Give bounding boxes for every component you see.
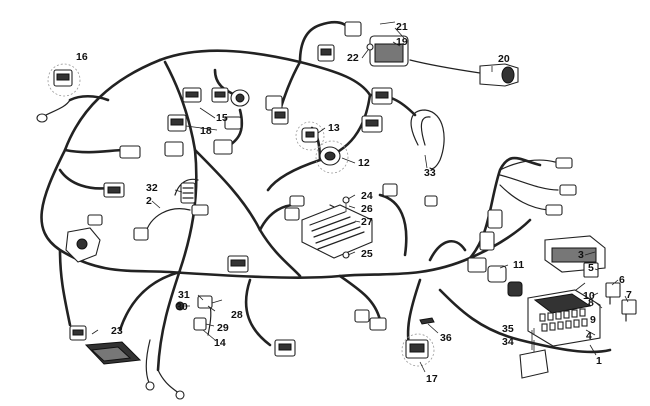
relay-connectors-left	[65, 145, 141, 263]
leader-lines	[91, 27, 629, 373]
fuse-grid	[539, 308, 588, 332]
label-29: 29	[217, 322, 229, 334]
label-13: 13	[328, 122, 340, 134]
plug-20	[479, 63, 519, 87]
label-11: 11	[513, 259, 524, 271]
control-module-23	[69, 325, 142, 365]
label-9: 9	[590, 314, 596, 326]
label-10: 10	[583, 290, 595, 302]
label-33: 33	[424, 167, 436, 179]
label-4: 4	[586, 330, 592, 342]
label-24: 24	[361, 190, 373, 202]
label-28: 28	[231, 309, 243, 321]
label-26: 26	[361, 203, 373, 215]
label-35: 35	[502, 323, 514, 335]
label-5: 5	[588, 262, 594, 274]
label-17: 17	[426, 373, 438, 385]
tie-strap-33	[410, 109, 445, 170]
connectors-bottom-mid	[274, 309, 387, 357]
bracket-34	[519, 330, 549, 379]
connector-12	[315, 140, 349, 174]
label-34: 34	[502, 336, 514, 348]
label-18: 18	[200, 125, 212, 137]
connector-17	[401, 333, 435, 367]
connectors-right-cluster	[382, 157, 577, 251]
label-27: 27	[361, 216, 373, 228]
label-31: 31	[178, 289, 190, 301]
ring-terminals-bottom	[145, 381, 185, 400]
label-19: 19	[396, 36, 408, 48]
connector-misc-mid	[213, 107, 289, 273]
label-32: 32	[146, 182, 158, 194]
voltage-regulator-27	[284, 195, 373, 259]
part-labels: 1 2 3 4 5 6 7 8 9 10 11 12 13 14 15 16 1…	[76, 21, 632, 385]
connector-16	[36, 63, 81, 123]
label-2: 2	[146, 195, 152, 207]
label-20: 20	[498, 53, 510, 65]
label-16: 16	[76, 51, 88, 63]
connectors-top-right	[317, 21, 393, 133]
relay-19	[366, 21, 409, 67]
label-3: 3	[578, 249, 584, 261]
label-21: 21	[396, 21, 408, 33]
label-30: 30	[176, 301, 188, 313]
label-23: 23	[111, 325, 123, 337]
connectors-15	[182, 87, 283, 111]
strap-36	[419, 317, 435, 325]
main-harness	[40, 20, 612, 372]
label-8: 8	[588, 297, 594, 309]
fuse-holder-32	[164, 141, 196, 204]
label-14: 14	[214, 337, 226, 349]
parts-28-31-29-30-14	[175, 295, 223, 331]
connector-18	[167, 114, 187, 132]
label-7: 7	[626, 289, 632, 301]
hardware-24-26-25	[342, 196, 350, 259]
label-1: 1	[596, 355, 602, 367]
connector-11	[467, 257, 523, 297]
fuse-block-1	[527, 289, 601, 347]
label-36: 36	[440, 332, 452, 344]
label-25: 25	[361, 248, 373, 260]
label-6: 6	[619, 274, 625, 286]
label-12: 12	[358, 157, 370, 169]
label-22: 22	[347, 52, 359, 64]
label-15: 15	[216, 112, 228, 124]
connector-13	[295, 121, 325, 151]
fuse-2	[133, 204, 209, 241]
